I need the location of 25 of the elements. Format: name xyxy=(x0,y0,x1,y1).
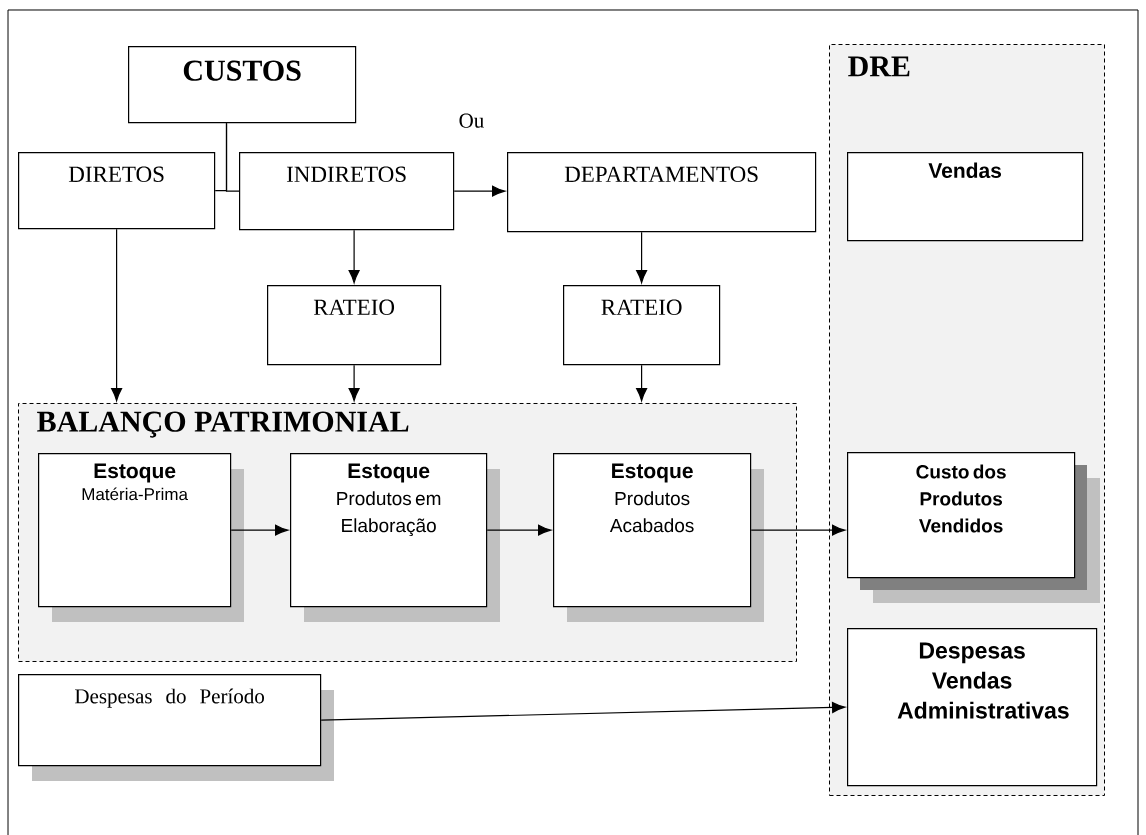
inventory-box: Estoque Produtos em Elaboração xyxy=(290,453,500,622)
account-box: Vendas xyxy=(847,152,1084,242)
expense-box: Despesas do Período xyxy=(18,674,334,781)
node-label: Custo dos xyxy=(916,464,1006,479)
category-box: CUSTOS xyxy=(128,46,357,124)
arrow xyxy=(750,524,846,536)
arrow xyxy=(320,701,846,721)
arrow xyxy=(348,229,360,284)
arrow xyxy=(111,228,123,402)
category-box: INDIRETOS xyxy=(239,152,455,231)
connector-label: Ou xyxy=(459,113,484,128)
category-box: DEPARTAMENTOS xyxy=(507,152,817,233)
arrow xyxy=(348,364,360,402)
arrow xyxy=(636,231,648,284)
allocation-box: RATEIO xyxy=(267,285,442,366)
category-box: DIRETOS xyxy=(18,152,216,230)
inventory-box: Estoque Matéria-Prima xyxy=(38,453,244,622)
arrow xyxy=(230,524,289,536)
arrow xyxy=(636,364,648,402)
arrow xyxy=(486,524,552,536)
account-box: Custo dos Produtos Vendidos xyxy=(847,452,1100,603)
allocation-box: RATEIO xyxy=(563,285,721,366)
arrow xyxy=(453,185,506,197)
inventory-box: Estoque Produtos Acabados xyxy=(553,453,764,622)
account-box: Despesas Vendas Administrativas xyxy=(847,628,1098,787)
